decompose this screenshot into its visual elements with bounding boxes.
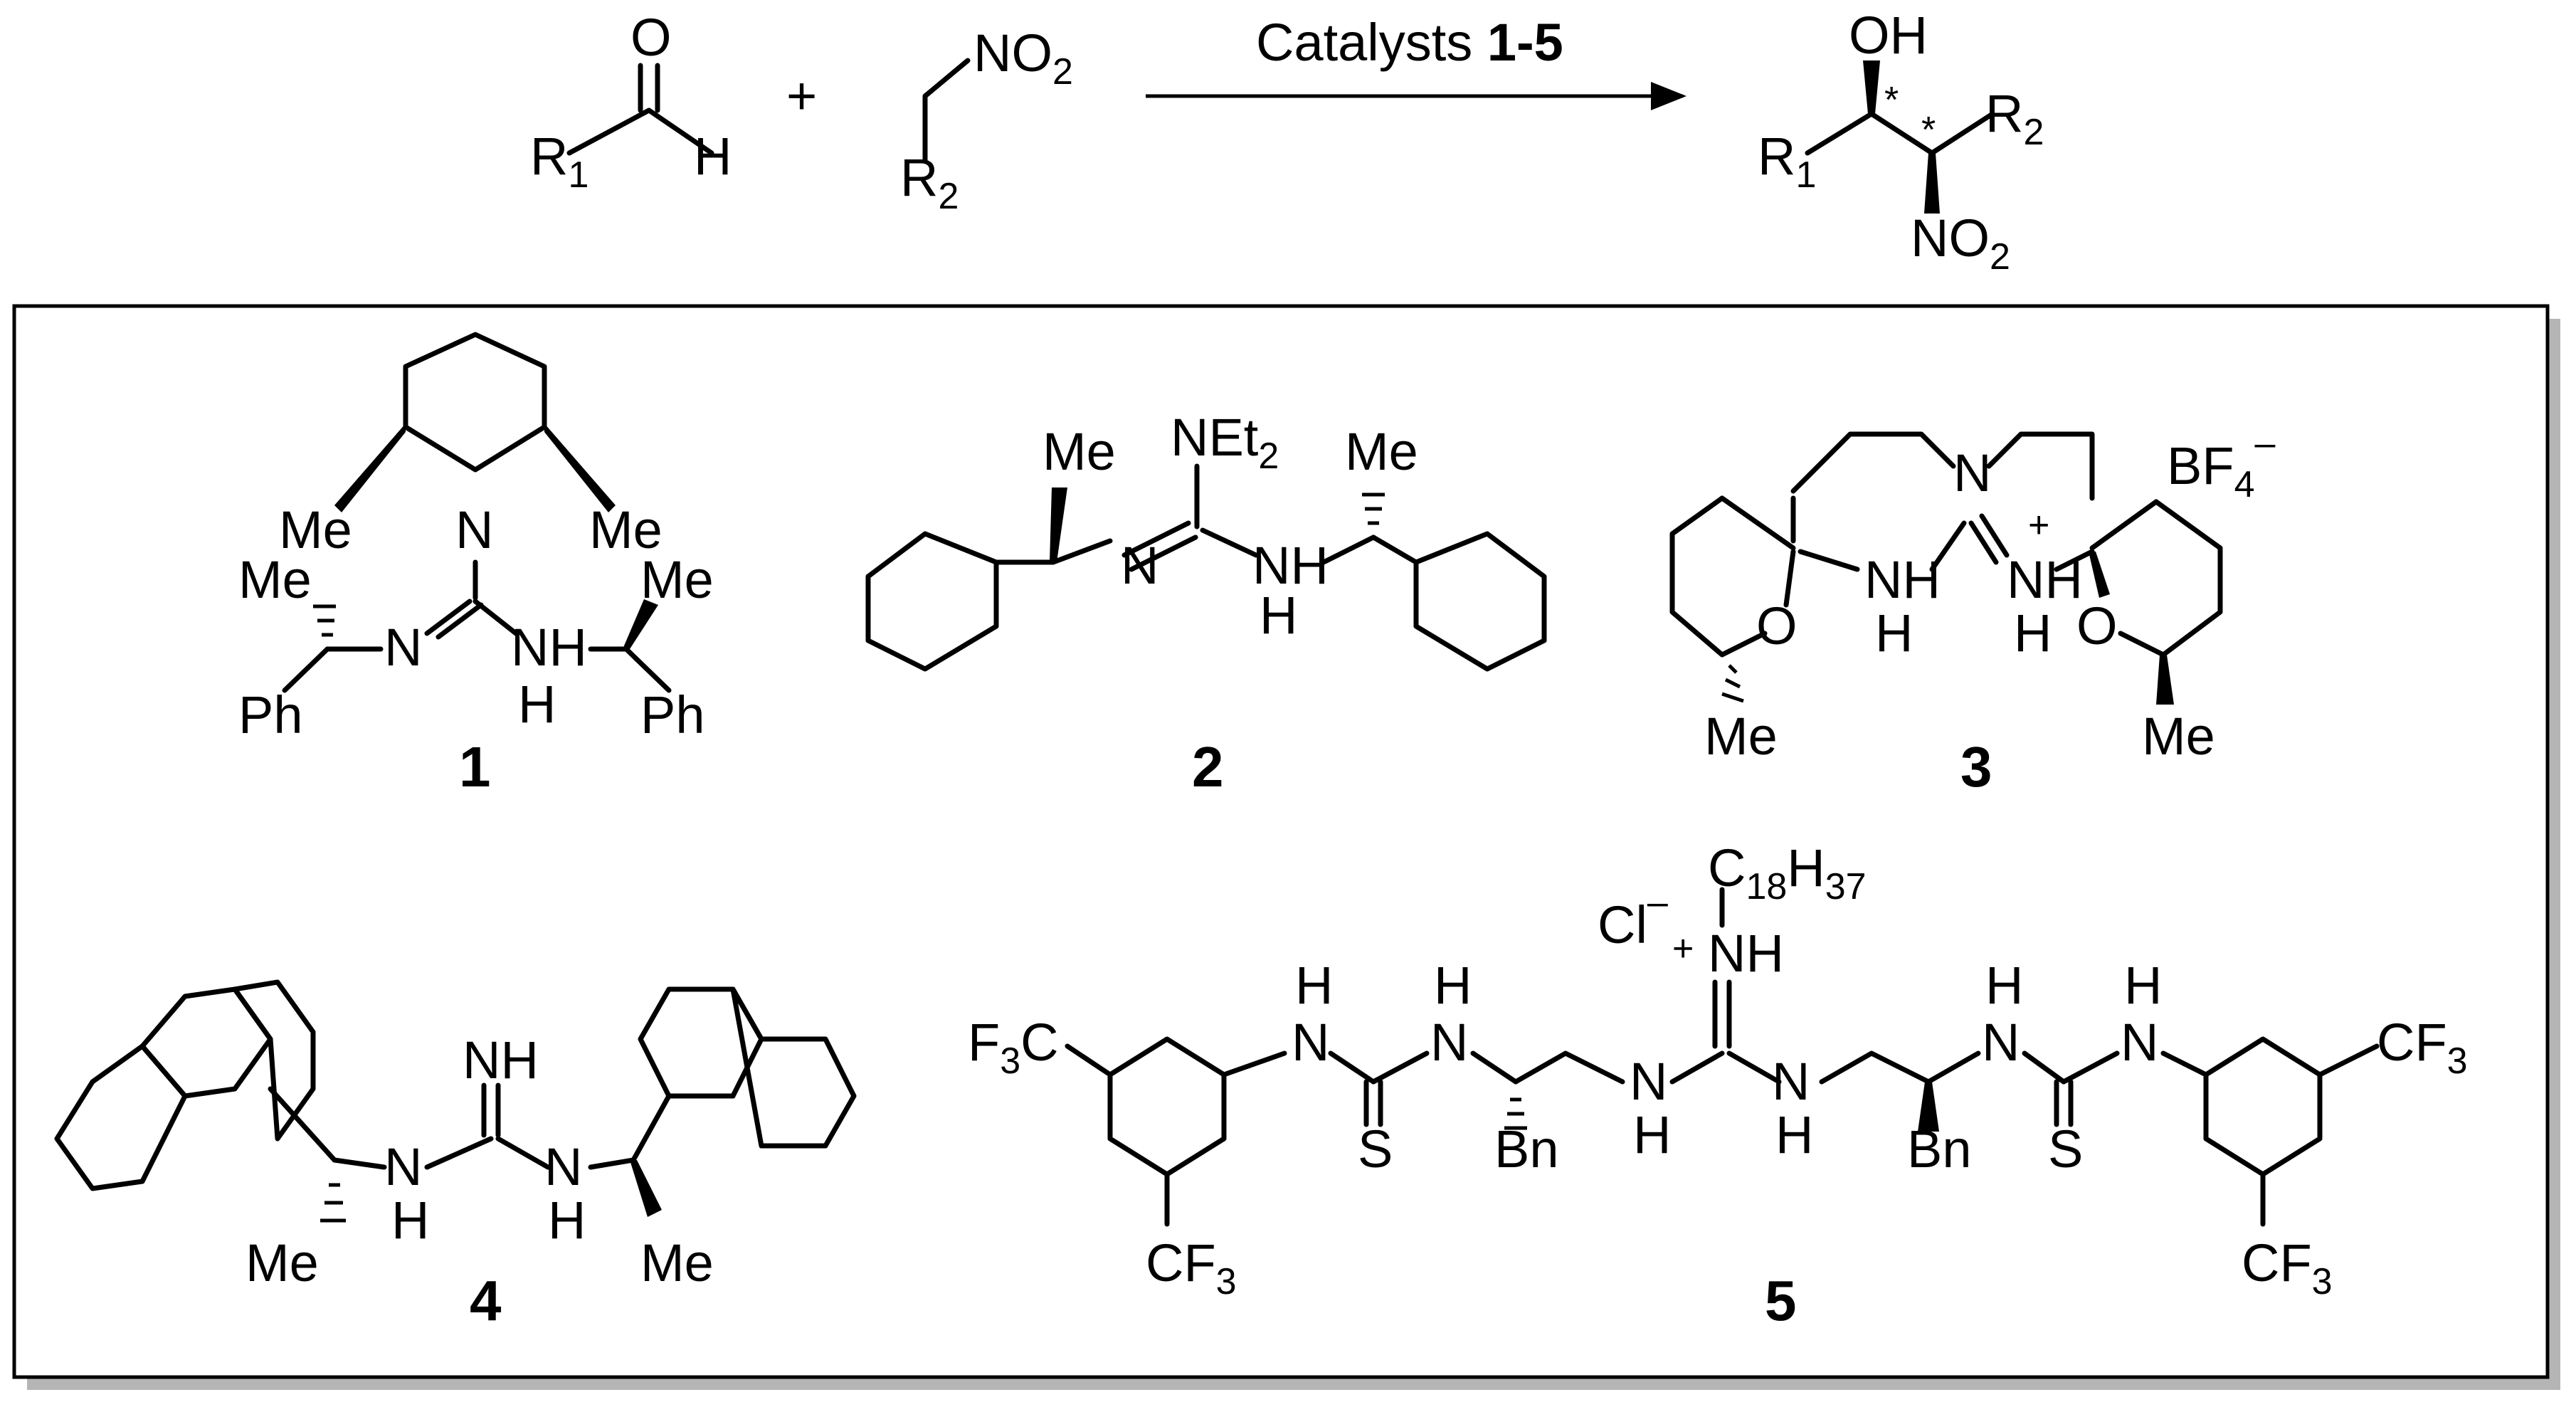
aldehyde-hydrogen: H <box>694 127 732 186</box>
catalyst-4: Me N H NH N H Me 4 <box>54 979 857 1332</box>
cat3-me-left: Me <box>1704 707 1778 766</box>
aldehyde-r1: R1 <box>530 127 588 196</box>
cat5-n5: N <box>1982 1013 2020 1072</box>
cat5-nh-guanidinium: NH <box>1708 924 1784 983</box>
cat4-n-left: N <box>384 1137 422 1196</box>
cat5-h2: H <box>1434 956 1472 1015</box>
cat5-h3: H <box>1633 1105 1671 1164</box>
cat5-cf3-left: CF3 <box>1146 1233 1237 1302</box>
product-r1: R1 <box>1758 127 1816 196</box>
cat5-h1: H <box>1295 956 1333 1015</box>
cat1-ph-left: Ph <box>238 685 303 744</box>
cat3-nh-right: NH <box>2007 550 2083 609</box>
cat4-me-right: Me <box>640 1233 714 1292</box>
plus-sign: + <box>786 66 817 125</box>
catalyst-5: F3C CF3 N H S N H Bn N H NH + C18H37 Cl– <box>968 838 2468 1332</box>
cat5-s-left: S <box>1358 1119 1393 1179</box>
cat2-imine-n: N <box>1121 536 1158 595</box>
cat3-n-top: N <box>1953 443 1991 502</box>
cat5-s-right: S <box>2048 1119 2083 1179</box>
cat1-amine-nh: NH <box>511 618 587 677</box>
cat4-n-right: N <box>544 1137 582 1196</box>
reactant-nitroalkane: NO2 R2 <box>900 23 1073 217</box>
cat3-counterion: BF4– <box>2167 423 2275 505</box>
aldehyde-oxygen: O <box>630 8 672 67</box>
cat3-me-right: Me <box>2142 707 2215 766</box>
cat5-cf3-right-top: CF3 <box>2377 1013 2468 1082</box>
cat1-me-left: Me <box>279 500 352 559</box>
cat5-n4: N <box>1772 1052 1810 1111</box>
cat3-nh-left: NH <box>1864 550 1941 609</box>
catalyst-number: 1 <box>459 735 491 799</box>
cat1-me-stereo-left: Me <box>238 550 312 609</box>
cat5-h6: H <box>2124 956 2162 1015</box>
cat1-me-stereo-right: Me <box>640 550 714 609</box>
catalyst-number: 5 <box>1765 1269 1797 1332</box>
cat1-ph-right: Ph <box>640 685 705 744</box>
cat5-n2: N <box>1430 1013 1468 1072</box>
reactant-aldehyde: O H R1 <box>530 8 732 196</box>
cat2-net2: NEt2 <box>1171 408 1279 477</box>
cat1-amine-h: H <box>518 675 556 734</box>
catalyst-number: 2 <box>1192 735 1224 799</box>
product-r2: R2 <box>1985 84 2044 153</box>
cat5-h5: H <box>1985 956 2023 1015</box>
cat5-h4: H <box>1775 1105 1813 1164</box>
catalyst-box <box>12 304 2550 1379</box>
catalyst-1: Me Me N N NH H Me Ph Me Ph 1 <box>238 332 714 799</box>
reaction-arrow: Catalysts 1-5 <box>1146 13 1686 110</box>
cat5-c18h37: C18H37 <box>1708 838 1867 907</box>
nitro-group: NO2 <box>973 23 1073 93</box>
product-nitro: NO2 <box>1911 209 2010 278</box>
stereocenter-mark-1: * <box>1884 80 1899 121</box>
cat5-plus: + <box>1672 928 1694 969</box>
product-hydroxyl: OH <box>1849 6 1928 65</box>
cat5-n3: N <box>1630 1052 1667 1111</box>
cat3-h-right: H <box>2014 604 2052 663</box>
cat2-amine-h: H <box>1260 586 1297 645</box>
cat5-bn-right: Bn <box>1907 1119 1972 1179</box>
stereocenter-mark-2: * <box>1921 110 1936 151</box>
cat5-f3c-left: F3C <box>968 1013 1059 1082</box>
nitroalkane-r2: R2 <box>900 148 959 217</box>
cat1-piperidine-n: N <box>455 500 493 559</box>
catalyst-number: 3 <box>1960 735 1992 799</box>
cat2-me-right: Me <box>1345 422 1418 481</box>
cat5-chloride: Cl– <box>1598 882 1668 954</box>
catalyst-3: N NH H NH + H O Me O Me BF4– 3 <box>1669 423 2275 799</box>
cat3-o-right: O <box>2076 596 2118 655</box>
cat5-cf3-right-bottom: CF3 <box>2242 1233 2333 1302</box>
cat4-h-left: H <box>391 1191 429 1250</box>
cat1-imine-n: N <box>384 618 422 677</box>
cat4-me-left: Me <box>246 1233 319 1292</box>
cat5-n6: N <box>2121 1013 2158 1072</box>
cat4-imine-nh: NH <box>463 1031 539 1090</box>
arrow-label: Catalysts 1-5 <box>1256 13 1563 72</box>
cat3-h-left: H <box>1875 604 1913 663</box>
cat1-me-right: Me <box>589 500 663 559</box>
cat2-amine-nh: NH <box>1252 536 1329 595</box>
cat2-me-left: Me <box>1042 422 1116 481</box>
catalyst-number: 4 <box>470 1269 502 1332</box>
cat3-plus: + <box>2028 505 2049 546</box>
catalyst-2: Me N NEt2 NH H Me 2 <box>865 408 1547 799</box>
cat3-o-left: O <box>1756 596 1798 655</box>
cat5-n1: N <box>1292 1013 1329 1072</box>
cat5-bn-left: Bn <box>1494 1119 1559 1179</box>
cat4-h-right: H <box>548 1191 586 1250</box>
product-nitroaldol: OH * * R1 R2 NO2 <box>1758 6 2044 278</box>
